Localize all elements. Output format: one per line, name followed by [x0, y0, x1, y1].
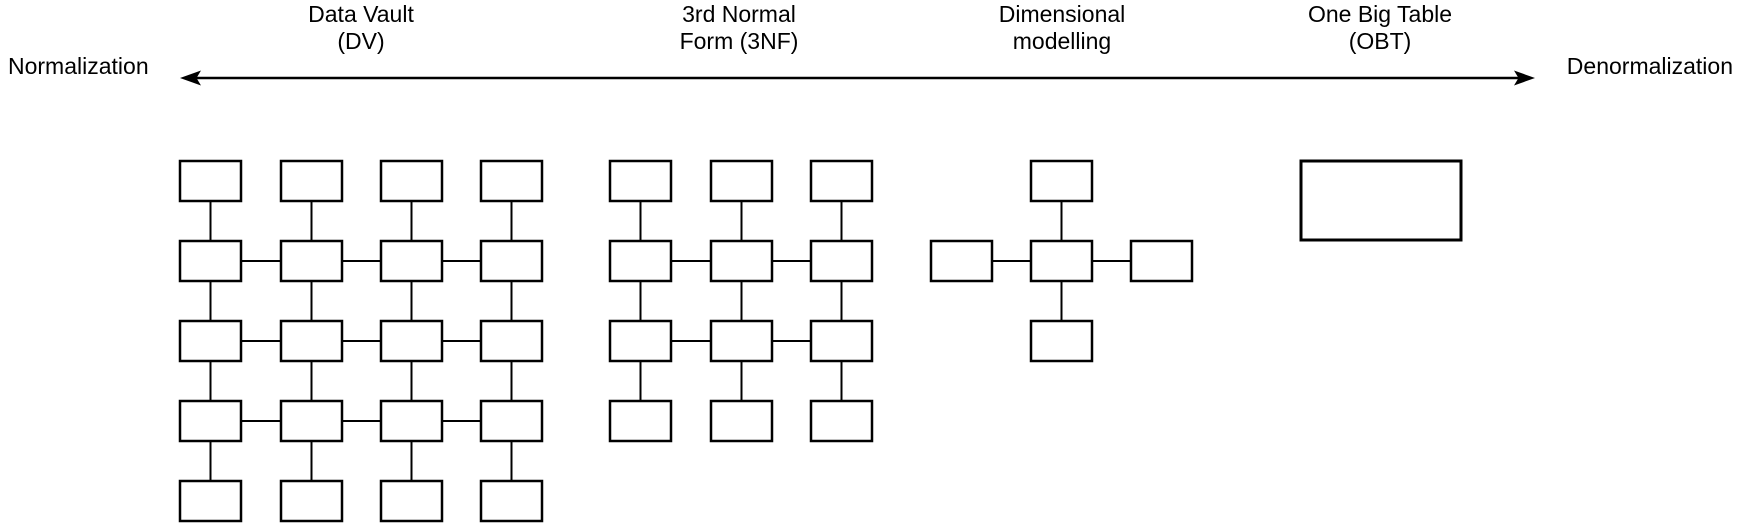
- group-label-third-normal-form: 3rd Normal Form (3NF): [680, 1, 799, 55]
- entity-box: [929, 239, 994, 283]
- normalization-label: Normalization: [8, 53, 149, 79]
- group-label-one-big-table: One Big Table (OBT): [1308, 1, 1452, 55]
- entity-box: [279, 159, 344, 203]
- entity-box: [279, 479, 344, 523]
- entity-box: [608, 399, 673, 443]
- entity-box: [479, 399, 544, 443]
- spectrum-arrow: [180, 70, 1535, 86]
- entity-box: [379, 239, 444, 283]
- entity-box: [809, 159, 874, 203]
- entity-box: [479, 479, 544, 523]
- arrowhead-left-icon: [180, 70, 201, 86]
- entity-box: [709, 239, 774, 283]
- entity-box: [1029, 319, 1094, 363]
- entity-box: [709, 159, 774, 203]
- entity-box: [279, 319, 344, 363]
- group-label-line: modelling: [1012, 28, 1112, 54]
- entity-box: [479, 239, 544, 283]
- entity-box: [709, 399, 774, 443]
- entity-box: [1129, 239, 1194, 283]
- group-label-line: Dimensional: [998, 1, 1126, 27]
- group-label-line: Form (3NF): [679, 28, 799, 54]
- entity-box: [709, 319, 774, 363]
- entity-box: [608, 159, 673, 203]
- third-normal-form-diagram: [608, 159, 874, 443]
- entity-box: [608, 319, 673, 363]
- group-label-line: (OBT): [1348, 28, 1412, 54]
- group-label-line: (DV): [337, 28, 385, 54]
- entity-box: [1299, 159, 1463, 242]
- group-label-line: Data Vault: [308, 1, 414, 27]
- entity-box: [178, 239, 243, 283]
- entity-box: [479, 159, 544, 203]
- entity-box: [379, 159, 444, 203]
- entity-box: [279, 399, 344, 443]
- group-label-line: 3rd Normal: [682, 1, 796, 27]
- entity-box: [479, 319, 544, 363]
- entity-box: [178, 159, 243, 203]
- group-label-dimensional-modelling: Dimensional modelling: [999, 1, 1126, 55]
- entity-box: [1029, 239, 1094, 283]
- entity-box: [809, 319, 874, 363]
- denormalization-label: Denormalization: [1566, 53, 1733, 79]
- entity-box: [809, 399, 874, 443]
- entity-box: [379, 479, 444, 523]
- entity-box: [379, 399, 444, 443]
- entity-box: [1029, 159, 1094, 203]
- entity-box: [279, 239, 344, 283]
- dimensional-modelling-diagram: [929, 159, 1194, 363]
- entity-box: [608, 239, 673, 283]
- entity-box: [178, 399, 243, 443]
- entity-box: [178, 319, 243, 363]
- arrowhead-right-icon: [1514, 70, 1535, 86]
- entity-box: [379, 319, 444, 363]
- entity-box: [809, 239, 874, 283]
- entity-box: [178, 479, 243, 523]
- one-big-table-diagram: [1299, 159, 1463, 242]
- group-label-data-vault: Data Vault (DV): [308, 1, 414, 55]
- data-vault-diagram: [178, 159, 544, 523]
- group-label-line: One Big Table: [1307, 1, 1453, 27]
